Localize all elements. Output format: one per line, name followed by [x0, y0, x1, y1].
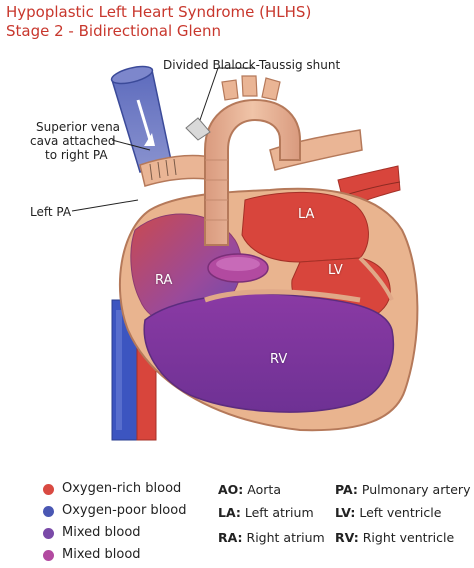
abbr-la-key: LA: — [218, 505, 241, 520]
abbr-ra-key: RA: — [218, 530, 243, 545]
right-ventricle-region — [143, 292, 395, 413]
left-pa-callout: Left PA — [30, 205, 72, 219]
chamber-label-rv: RV — [270, 352, 288, 367]
aortic-branch-2 — [241, 75, 258, 97]
legend-dot-oxygen-poor — [43, 506, 54, 517]
diagram-subtitle: Stage 2 - Bidirectional Glenn — [6, 22, 221, 40]
legend-dot-mixed-2 — [43, 550, 54, 561]
legend-label-oxygen-poor: Oxygen-poor blood — [62, 503, 187, 518]
svc-leader-line — [111, 139, 151, 151]
left-atrium-region — [241, 191, 369, 263]
abbr-ao-text: Aorta — [247, 482, 281, 497]
legend-label-oxygen-rich: Oxygen-rich blood — [62, 481, 182, 496]
chamber-label-lv: LV — [328, 263, 343, 278]
shunt-leader-line — [199, 67, 255, 121]
diagram-title: Hypoplastic Left Heart Syndrome (HLHS) — [6, 3, 312, 21]
abbr-pa: PA: Pulmonary artery — [335, 482, 470, 498]
flow-arrow — [136, 99, 152, 141]
legend-label-mixed-1: Mixed blood — [62, 525, 141, 540]
aortic-branch-1 — [221, 79, 239, 101]
chamber-label-ra: RA — [155, 273, 173, 288]
abbr-rv-key: RV: — [335, 530, 359, 545]
aorta-arch — [204, 98, 301, 246]
left-pa-leader-line — [71, 199, 139, 212]
legend-dot-mixed-1 — [43, 528, 54, 539]
heart-illustration — [71, 65, 419, 441]
shunt-callout: Divided Blalock-Taussig shunt — [163, 58, 341, 72]
abbr-rv-text: Right ventricle — [362, 530, 455, 545]
abbr-ra: RA: Right atrium — [218, 530, 325, 546]
abbr-lv: LV: Left ventricle — [335, 505, 441, 521]
abbr-pa-key: PA: — [335, 482, 358, 497]
aortic-branch-3 — [261, 77, 281, 101]
abbr-ra-text: Right atrium — [246, 530, 325, 545]
svc-callout-line1: Superior vena — [36, 120, 121, 134]
abbr-lv-text: Left ventricle — [359, 505, 442, 520]
svc-callout-line2: cava attached — [30, 134, 116, 148]
superior-vena-cava — [111, 69, 173, 173]
legend-dot-oxygen-rich — [43, 484, 54, 495]
abbr-rv: RV: Right ventricle — [335, 530, 454, 546]
abbr-pa-text: Pulmonary artery — [361, 482, 471, 497]
legend-label-mixed-2: Mixed blood — [62, 547, 141, 562]
chamber-label-la: LA — [298, 207, 315, 222]
abbr-la: LA: Left atrium — [218, 505, 314, 521]
abbr-ao-key: AO: — [218, 482, 244, 497]
abbr-lv-key: LV: — [335, 505, 356, 520]
abbr-ao: AO: Aorta — [218, 482, 281, 498]
svc-callout-line3: to right PA — [45, 148, 108, 162]
bt-shunt-stub — [185, 117, 211, 141]
abbr-la-text: Left atrium — [244, 505, 314, 520]
